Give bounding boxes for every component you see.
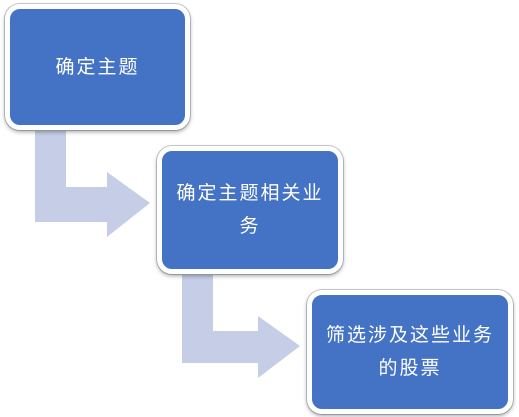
step-label-2: 确定主题相关业务 xyxy=(176,182,324,237)
step-label-3: 筛选涉及这些业务的股票 xyxy=(326,324,495,379)
bent-arrow-1 xyxy=(35,130,150,237)
step-box-3: 筛选涉及这些业务的股票 xyxy=(307,290,513,414)
step-box-2: 确定主题相关业务 xyxy=(157,146,343,274)
bent-arrow-2 xyxy=(182,274,300,378)
step-label-1: 确定主题 xyxy=(55,55,140,78)
step-box-1: 确定主题 xyxy=(5,4,190,130)
